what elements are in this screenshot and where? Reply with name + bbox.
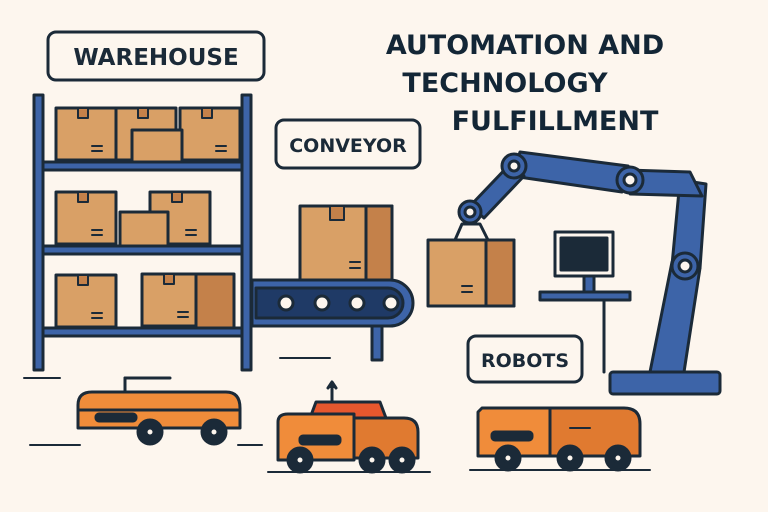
- monitor-station: [538, 230, 632, 374]
- svg-text:FULFILLMENT: FULFILLMENT: [452, 106, 659, 137]
- robot-vehicle-middle: [276, 380, 420, 474]
- robots-label: ROBOTS: [466, 334, 584, 384]
- robot-vehicle-left: [76, 376, 242, 446]
- roller-icon: [277, 294, 295, 312]
- svg-text:WAREHOUSE: WAREHOUSE: [73, 45, 238, 71]
- robot-arm: [426, 150, 722, 396]
- roller-icon: [348, 294, 366, 312]
- svg-text:AUTOMATION AND: AUTOMATION AND: [386, 30, 664, 61]
- warehouse-label: WAREHOUSE: [46, 30, 266, 82]
- roller-icon: [313, 294, 331, 312]
- svg-text:TECHNOLOGY: TECHNOLOGY: [402, 68, 608, 99]
- roller-icon: [382, 294, 400, 312]
- conveyor-label: CONVEYOR: [274, 118, 422, 170]
- warehouse-shelf: [32, 93, 253, 372]
- monitor-icon: [559, 236, 609, 272]
- robot-vehicle-right: [476, 406, 642, 472]
- conveyor-belt: [250, 204, 415, 362]
- svg-text:CONVEYOR: CONVEYOR: [289, 135, 407, 157]
- page-title: AUTOMATION AND TECHNOLOGY FULFILLMENT: [386, 30, 664, 137]
- svg-text:ROBOTS: ROBOTS: [481, 350, 569, 372]
